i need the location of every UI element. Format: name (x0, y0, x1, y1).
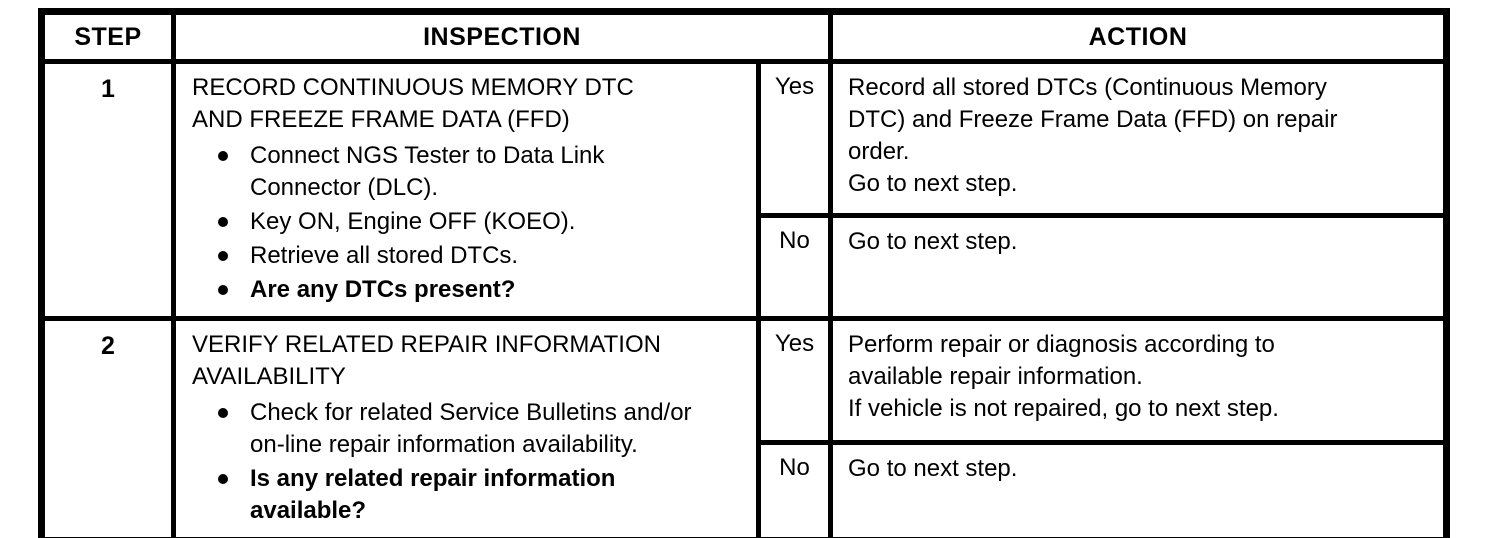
bullet-icon (218, 474, 228, 484)
bullet-item: Key ON, Engine OFF (KOEO). (192, 206, 705, 238)
step-number-cell: 2 (39, 316, 176, 538)
diagnostic-procedure-table: STEP INSPECTION ACTION 1 RECORD CONTINUO… (38, 8, 1451, 538)
bullet-icon (218, 251, 228, 261)
bullet-item-question: Is any related repair information availa… (192, 463, 705, 527)
column-header-inspection: INSPECTION (170, 9, 834, 64)
result-yes-cell: Yes (755, 315, 834, 446)
action-text: Go to next step. (848, 227, 1018, 255)
inspection-cell: RECORD CONTINUOUS MEMORY DTC AND FREEZE … (171, 59, 761, 321)
bullet-text: Is any related repair information availa… (250, 465, 616, 524)
action-text: Go to next step. (848, 170, 1018, 197)
action-text: If vehicle is not repaired, go to next s… (848, 395, 1279, 422)
bullet-icon (218, 217, 228, 227)
inspection-cell: VERIFY RELATED REPAIR INFORMATION AVAILA… (171, 316, 761, 538)
bullet-item-question: Are any DTCs present? (192, 274, 705, 306)
table-row: No Go to next step. (42, 440, 1450, 538)
bullet-text: Retrieve all stored DTCs. (250, 242, 519, 269)
action-text: Record all stored DTCs (Continuous Memor… (848, 74, 1338, 165)
inspection-title: VERIFY RELATED REPAIR INFORMATION AVAILA… (192, 331, 661, 390)
inspection-title: RECORD CONTINUOUS MEMORY DTC AND FREEZE … (192, 74, 634, 133)
action-cell: Perform repair or diagnosis according to… (828, 315, 1450, 446)
table-row: No Go to next step. (42, 212, 1450, 322)
action-cell: Record all stored DTCs (Continuous Memor… (828, 59, 1450, 218)
action-cell: Go to next step. (828, 212, 1450, 322)
result-no-cell: No (755, 212, 834, 322)
column-header-action: ACTION (828, 9, 1450, 64)
action-cell: Go to next step. (828, 440, 1450, 538)
result-no-cell: No (755, 440, 834, 538)
bullet-icon (218, 151, 228, 161)
step-number-cell: 1 (39, 59, 176, 321)
bullet-item: Connect NGS Tester to Data Link Connecto… (192, 140, 705, 204)
bullet-text: Key ON, Engine OFF (KOEO). (250, 208, 576, 235)
bullet-icon (218, 285, 228, 295)
bullet-icon (218, 408, 228, 418)
action-text: Perform repair or diagnosis according to… (848, 331, 1275, 390)
inspection-bullet-list: Check for related Service Bulletins and/… (192, 397, 750, 527)
bullet-text: Are any DTCs present? (250, 276, 516, 303)
bullet-text: Check for related Service Bulletins and/… (250, 399, 692, 458)
table-row: 1 RECORD CONTINUOUS MEMORY DTC AND FREEZ… (39, 59, 1450, 321)
bullet-text: Connect NGS Tester to Data Link Connecto… (250, 142, 605, 201)
table-row: 2 VERIFY RELATED REPAIR INFORMATION AVAI… (39, 315, 1450, 538)
table-header-row: STEP INSPECTION ACTION (39, 9, 1450, 64)
action-text: Go to next step. (848, 455, 1018, 483)
bullet-item: Retrieve all stored DTCs. (192, 240, 705, 272)
result-yes-cell: Yes (755, 59, 834, 218)
inspection-bullet-list: Connect NGS Tester to Data Link Connecto… (192, 140, 750, 306)
bullet-item: Check for related Service Bulletins and/… (192, 397, 705, 461)
column-header-step: STEP (39, 9, 176, 64)
